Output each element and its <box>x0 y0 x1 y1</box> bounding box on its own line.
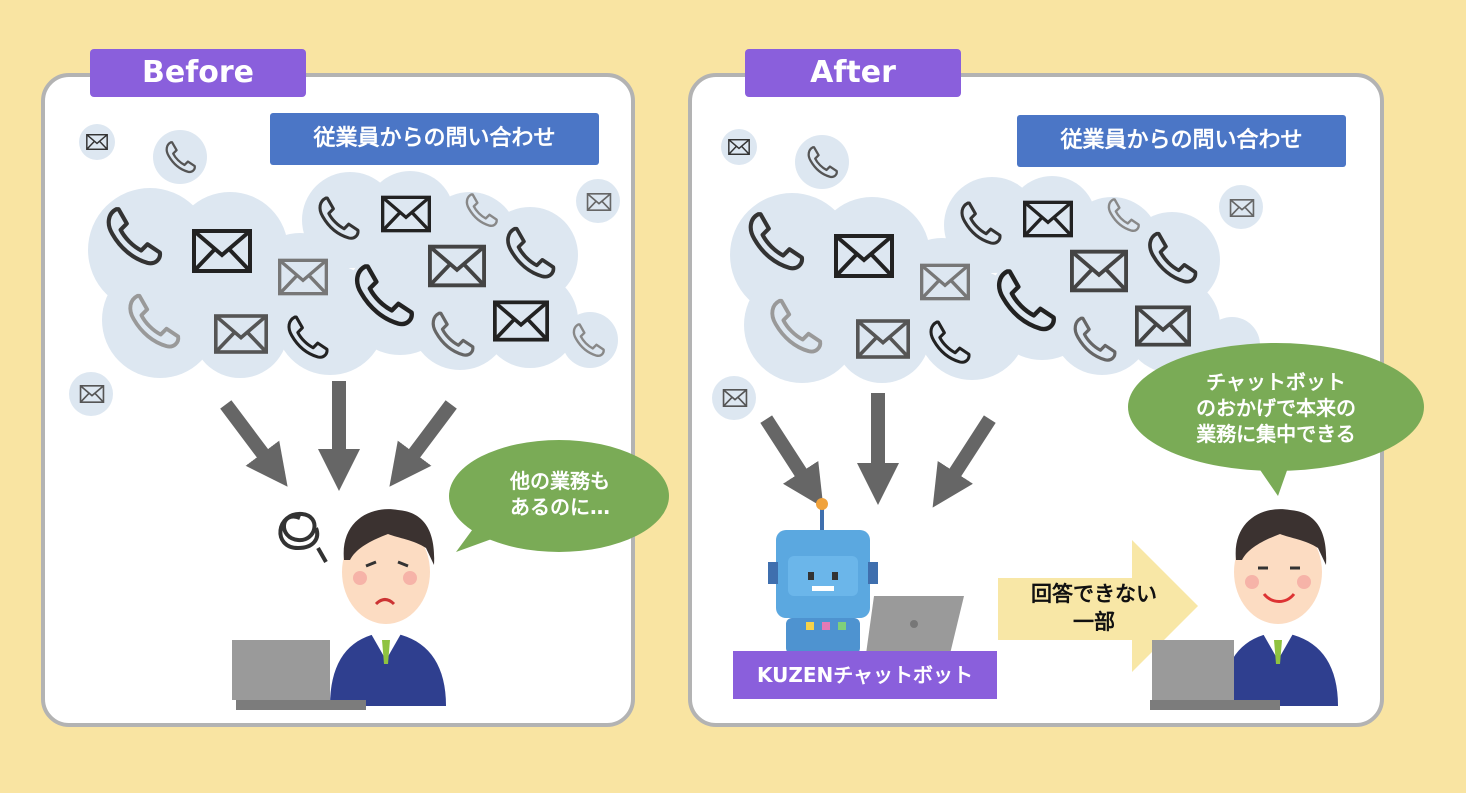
before-inquiry-header: 従業員からの問い合わせ <box>270 113 599 165</box>
after-flow-arrows <box>760 393 996 508</box>
before-speech-text: 他の業務も あるのに… <box>510 469 610 519</box>
handoff-arrow <box>998 540 1198 672</box>
before-worker-illustration <box>232 509 446 710</box>
after-tab: After <box>745 49 961 97</box>
handoff-text: 回答できない 一部 <box>1031 582 1157 634</box>
after-speech-text: チャットボット のおかげで本来の 業務に集中できる <box>1196 370 1356 446</box>
after-worker-illustration <box>1150 509 1338 710</box>
before-tab: Before <box>90 49 306 97</box>
kuzen-chatbot-label: KUZENチャットボット <box>733 651 997 699</box>
before-speech-bubble <box>449 440 669 552</box>
after-speech-bubble <box>1128 343 1424 496</box>
before-inquiry-cloud <box>69 124 620 416</box>
robot-illustration <box>768 498 964 654</box>
before-flow-arrows <box>220 381 457 491</box>
after-inquiry-header: 従業員からの問い合わせ <box>1017 115 1346 167</box>
